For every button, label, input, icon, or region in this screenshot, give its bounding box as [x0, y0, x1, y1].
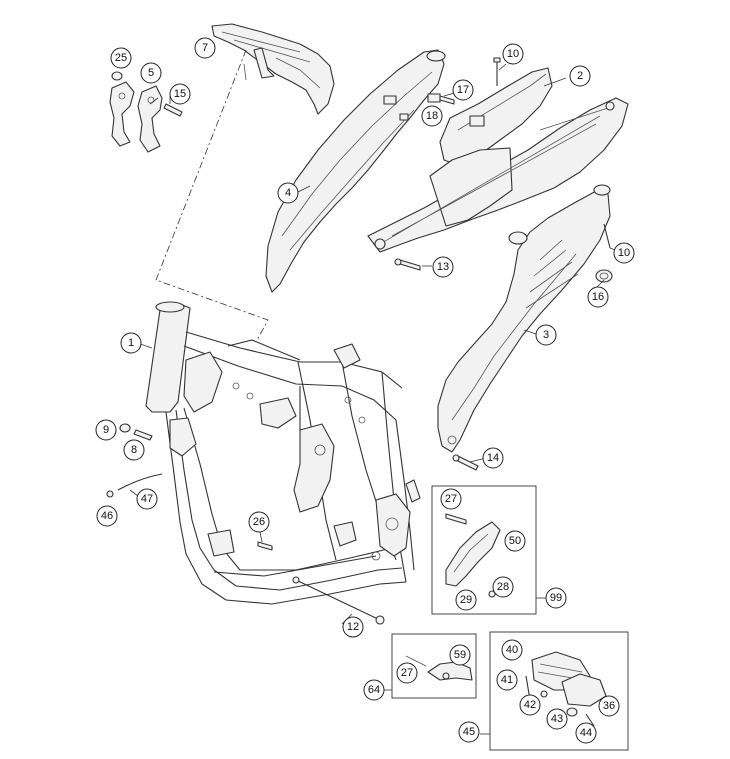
- part-16-grommet: [595, 269, 613, 283]
- svg-text:16: 16: [592, 291, 604, 303]
- callout-7: 7: [194, 37, 216, 59]
- callout-27-box64: 27: [396, 662, 418, 684]
- kit-64-box: [391, 633, 477, 699]
- callout-10-right: 10: [613, 242, 635, 264]
- svg-text:25: 25: [115, 52, 127, 64]
- callout-40: 40: [501, 639, 523, 661]
- callout-10-top: 10: [502, 43, 524, 65]
- svg-text:3: 3: [543, 329, 549, 341]
- svg-text:40: 40: [506, 644, 518, 656]
- svg-text:50: 50: [509, 535, 521, 547]
- leader-7-dashed: [155, 49, 269, 343]
- svg-text:47: 47: [141, 493, 153, 505]
- svg-text:10: 10: [507, 48, 519, 60]
- callout-2: 2: [569, 65, 591, 87]
- fastener-10-right: [603, 223, 611, 249]
- callout-17: 17: [452, 79, 474, 101]
- part-47-hose: [106, 473, 163, 498]
- callout-4: 4: [277, 182, 299, 204]
- fastener-14: [452, 454, 479, 471]
- callout-42: 42: [519, 694, 541, 716]
- svg-text:2: 2: [577, 70, 583, 82]
- callout-18: 18: [421, 105, 443, 127]
- svg-text:4: 4: [285, 187, 291, 199]
- callout-12: 12: [342, 616, 364, 638]
- part-36-peg-bracket: [561, 673, 607, 707]
- callout-9: 9: [95, 419, 117, 441]
- svg-text:43: 43: [551, 713, 563, 725]
- svg-text:27: 27: [445, 493, 457, 505]
- part-25-nut: [111, 71, 123, 81]
- callout-14: 14: [482, 447, 504, 469]
- svg-text:45: 45: [463, 726, 475, 738]
- callout-29: 29: [455, 589, 477, 611]
- svg-text:10: 10: [618, 247, 630, 259]
- callout-41: 41: [496, 669, 518, 691]
- part-7-bracket: [211, 23, 335, 115]
- svg-text:5: 5: [148, 67, 154, 79]
- svg-text:9: 9: [103, 424, 109, 436]
- svg-text:1: 1: [128, 337, 134, 349]
- callout-1: 1: [120, 332, 142, 354]
- fastener-12-axle: [292, 576, 385, 625]
- kit-99-box: [431, 485, 537, 615]
- svg-text:59: 59: [454, 649, 466, 661]
- callout-27-box99: 27: [440, 488, 462, 510]
- fastener-13: [394, 258, 421, 271]
- callout-26: 26: [248, 511, 270, 533]
- part-5-brackets: [109, 81, 163, 153]
- part-50-chain-guide: [445, 513, 501, 598]
- svg-text:44: 44: [580, 727, 592, 739]
- callout-99: 99: [545, 587, 567, 609]
- callout-8: 8: [123, 439, 145, 461]
- svg-text:13: 13: [437, 261, 449, 273]
- callout-46: 46: [96, 505, 118, 527]
- callout-59: 59: [449, 644, 471, 666]
- svg-text:36: 36: [603, 700, 615, 712]
- part-4-side-rail: [265, 49, 446, 293]
- fastener-17-18: [427, 93, 455, 105]
- svg-text:26: 26: [253, 516, 265, 528]
- callout-15: 15: [169, 83, 191, 105]
- svg-text:14: 14: [487, 452, 499, 464]
- fastener-9-8: [119, 423, 153, 441]
- callout-16: 16: [587, 286, 609, 308]
- callout-28: 28: [492, 576, 514, 598]
- part-59-clip: [405, 655, 473, 681]
- fastener-10-top: [493, 57, 501, 86]
- callout-13: 13: [432, 256, 454, 278]
- svg-text:18: 18: [426, 110, 438, 122]
- callout-5: 5: [140, 62, 162, 84]
- svg-text:12: 12: [347, 621, 359, 633]
- svg-text:46: 46: [101, 510, 113, 522]
- callout-44: 44: [575, 722, 597, 744]
- svg-text:17: 17: [457, 84, 469, 96]
- callout-43: 43: [546, 708, 568, 730]
- svg-text:42: 42: [524, 699, 536, 711]
- callout-25: 25: [110, 47, 132, 69]
- svg-text:28: 28: [497, 581, 509, 593]
- part-15-bolt: [163, 103, 183, 117]
- svg-text:8: 8: [131, 444, 137, 456]
- svg-text:15: 15: [174, 88, 186, 100]
- part-3-side-panel: [437, 184, 611, 453]
- part-1-main-frame: [145, 301, 421, 605]
- svg-text:41: 41: [501, 674, 513, 686]
- callout-3: 3: [535, 324, 557, 346]
- callout-45: 45: [458, 721, 480, 743]
- svg-text:29: 29: [460, 594, 472, 606]
- fastener-26: [257, 541, 273, 551]
- callout-36: 36: [598, 695, 620, 717]
- svg-text:7: 7: [202, 42, 208, 54]
- svg-text:27: 27: [401, 667, 413, 679]
- kit-45-box: [489, 631, 629, 751]
- callout-47: 47: [136, 488, 158, 510]
- svg-text:64: 64: [368, 684, 380, 696]
- callout-64: 64: [363, 679, 385, 701]
- part-2-rear-subframe: [367, 67, 629, 253]
- callout-50: 50: [504, 530, 526, 552]
- svg-text:99: 99: [550, 592, 562, 604]
